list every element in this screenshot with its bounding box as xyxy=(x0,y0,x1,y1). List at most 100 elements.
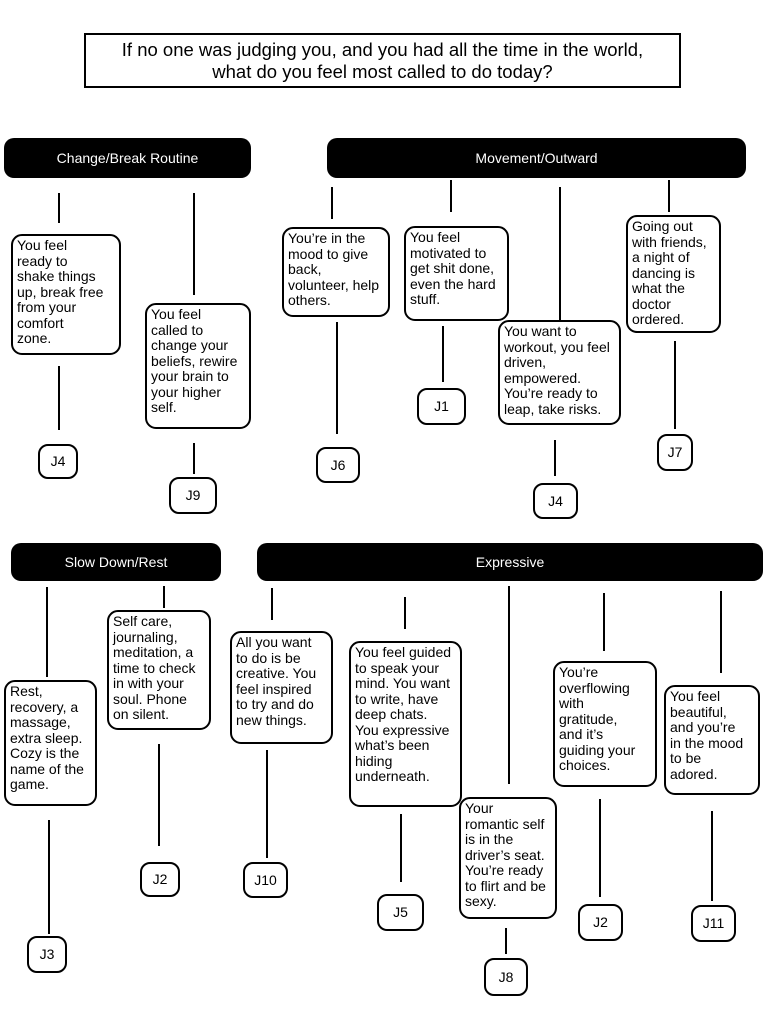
connector-line xyxy=(720,591,722,673)
option-line: driven, xyxy=(504,354,547,370)
option-line: comfort xyxy=(17,314,64,331)
result-code: J5 xyxy=(377,894,424,931)
option-line: mood to give xyxy=(288,245,369,262)
option-line: beautiful, xyxy=(670,703,727,720)
option-box-creative: All you want to do is be creative. You f… xyxy=(230,631,333,744)
option-line: gratitude, xyxy=(559,710,618,727)
option-line: meditation, a xyxy=(113,644,194,660)
connector-line xyxy=(668,180,670,212)
connector-line xyxy=(331,187,333,219)
option-line: ready to xyxy=(17,252,68,269)
option-line: and it’s xyxy=(559,726,604,742)
option-line: romantic self xyxy=(465,815,545,832)
option-box-change-beliefs: You feel called to change your beliefs, … xyxy=(145,303,251,429)
option-line: in with your xyxy=(113,675,184,691)
connector-line xyxy=(505,928,507,954)
question-box: If no one was judging you, and you had a… xyxy=(84,33,681,88)
option-line: Your xyxy=(465,800,494,816)
option-line: You feel xyxy=(670,688,721,704)
option-box-gratitude: You’re overflowing with gratitude, and i… xyxy=(553,661,657,787)
option-line: leap, take risks. xyxy=(504,400,602,417)
connector-line xyxy=(508,586,510,784)
result-code: J2 xyxy=(578,904,623,941)
question-line-1: If no one was judging you, and you had a… xyxy=(121,39,644,60)
connector-line xyxy=(266,750,268,858)
connector-line xyxy=(599,799,601,897)
option-line: beliefs, rewire xyxy=(151,352,238,369)
option-line: in the mood xyxy=(670,734,744,751)
category-expressive: Expressive xyxy=(257,543,763,581)
option-line: You feel xyxy=(17,237,68,253)
option-box-speak-your-mind: You feel guided to speak your mind. You … xyxy=(349,641,462,807)
option-line: guiding your xyxy=(559,741,636,758)
connector-line xyxy=(554,440,556,476)
option-line: time to check xyxy=(113,659,196,676)
connector-line xyxy=(559,187,561,320)
option-line: journaling, xyxy=(113,628,178,645)
option-line: stuff. xyxy=(410,291,441,307)
connector-line xyxy=(450,180,452,212)
result-code: J7 xyxy=(657,434,693,471)
option-line: even the hard xyxy=(410,275,496,292)
option-line: You expressive xyxy=(355,721,450,738)
option-line: change your xyxy=(151,337,229,353)
option-line: deep chats. xyxy=(355,706,428,722)
option-line: driver’s seat. xyxy=(465,846,545,863)
option-line: underneath. xyxy=(355,768,430,784)
option-line: zone. xyxy=(17,330,52,346)
option-line: to be xyxy=(670,750,702,766)
option-line: Cozy is the xyxy=(10,745,80,761)
option-line: Rest, xyxy=(10,683,43,699)
connector-line xyxy=(48,820,50,934)
connector-line xyxy=(193,443,195,474)
result-code: J4 xyxy=(533,483,578,519)
option-line: to try and do xyxy=(236,696,314,712)
option-line: adored. xyxy=(670,765,718,782)
connector-line xyxy=(711,811,713,901)
option-line: game. xyxy=(10,776,49,792)
connector-line xyxy=(58,366,60,430)
option-line: overflowing xyxy=(559,679,630,696)
option-line: hiding xyxy=(355,752,393,769)
option-line: new things. xyxy=(236,711,307,728)
option-box-beautiful: You feel beautiful, and you’re in the mo… xyxy=(664,685,760,795)
connector-line xyxy=(58,193,60,223)
option-line: self. xyxy=(151,399,177,415)
option-line: with friends, xyxy=(632,233,707,250)
option-box-workout: You want to workout, you feel driven, em… xyxy=(498,320,621,425)
option-line: on silent. xyxy=(113,706,170,722)
option-box-going-out: Going out with friends, a night of danci… xyxy=(626,215,721,333)
option-line: recovery, a xyxy=(10,698,79,715)
result-code: J6 xyxy=(316,447,360,483)
option-box-shake-things-up: You feel ready to shake things up, break… xyxy=(11,234,121,355)
option-line: volunteer, help xyxy=(288,276,380,293)
option-line: feel inspired xyxy=(236,680,312,697)
option-line: to write, have xyxy=(355,690,439,707)
option-line: to do is be xyxy=(236,649,301,666)
option-line: massage, xyxy=(10,714,71,730)
option-line: get shit done, xyxy=(410,260,495,276)
connector-line xyxy=(674,341,676,429)
result-code: J4 xyxy=(38,444,78,479)
option-line: You feel guided xyxy=(355,644,452,660)
option-line: Going out xyxy=(632,218,693,234)
category-slow-down-rest: Slow Down/Rest xyxy=(11,543,221,581)
option-line: name of the xyxy=(10,760,84,777)
option-line: to speak your xyxy=(355,659,440,676)
connector-line xyxy=(404,597,406,629)
option-line: what’s been xyxy=(355,737,430,753)
option-box-give-back: You’re in the mood to give back, volunte… xyxy=(282,227,390,317)
result-code: J8 xyxy=(484,958,528,996)
option-box-self-care: Self care, journaling, meditation, a tim… xyxy=(107,610,211,730)
option-line: soul. Phone xyxy=(113,690,187,707)
option-line: You feel xyxy=(151,306,202,322)
category-movement-outward: Movement/Outward xyxy=(327,138,746,178)
option-line: motivated to xyxy=(410,244,487,261)
option-line: up, break free xyxy=(17,283,104,300)
result-code: J9 xyxy=(169,477,217,514)
option-line: called to xyxy=(151,321,204,338)
result-code: J3 xyxy=(27,936,67,973)
option-line: You feel xyxy=(410,229,461,245)
option-line: your higher xyxy=(151,383,222,400)
option-box-romantic: Your romantic self is in the driver’s se… xyxy=(459,797,557,919)
